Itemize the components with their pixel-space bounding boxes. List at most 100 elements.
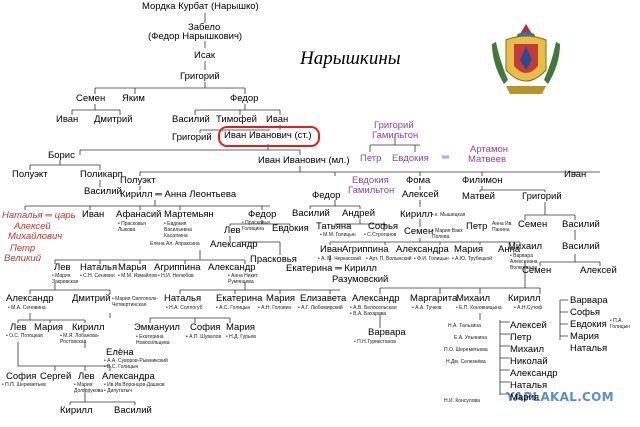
person-aleksandra-2: Александра (102, 371, 155, 382)
person-natalya-tsar: Наталья ═ царь (2, 210, 76, 221)
person-ivan-3: Иван (564, 169, 587, 180)
person-lev-2: Лев (54, 262, 71, 273)
person-evdokiya-3: Евдокия (570, 319, 607, 330)
person-aleksandr-1: Александр (210, 239, 258, 250)
spouse-aleksandr-2: • Анна Никит. Румянцева (228, 273, 259, 285)
spouse-mikhail-3: П.О. Шереметьева (444, 347, 488, 353)
spouse-mikhail-2: • Е.П. Коновницына (456, 305, 502, 311)
person-kirill-4: Кирилл (72, 322, 105, 333)
spouse-ivan-5: • А. М. Черкасский (318, 256, 361, 262)
spouse-sofya-3: • А.П. Шувалов (186, 334, 222, 340)
page-title: Нарышкины (300, 48, 401, 69)
spouse-aleksandr-3: • М.А. Сенявина (8, 305, 46, 311)
person-dmitriy-2: Дмитрий (72, 293, 111, 304)
person-fedor-2: Федор (312, 190, 341, 201)
spouse-mariya-1: • А.Ю. Трубецкой (452, 256, 493, 262)
person-polueкt-1: Полуэкт (12, 169, 48, 180)
person-matveev: Матвеев (468, 154, 506, 165)
person-mikhailovich: Михайлович (8, 231, 63, 242)
person-sergey: Сергей (40, 371, 72, 382)
spouse-kirill-3: • А.Н.Сутоф (514, 305, 543, 311)
spouse-evdokiya-3: • П.А. Голицын (610, 318, 630, 330)
person-foma: Фома (406, 175, 431, 186)
person-vasiliy-5: Василий (562, 241, 600, 252)
person-aleksandr-2: Александр (208, 262, 256, 273)
person-varvara-2: Варвара (368, 327, 406, 338)
person-evdokiya-g2: Гамильтон (348, 185, 395, 196)
person-ivan-4: Иван (82, 209, 105, 220)
person-sofiya-4: София (6, 371, 37, 382)
person-kirill-anna: Кирилл ═ Анна Леонтьева (120, 189, 237, 200)
person-margarita: Маргарита (410, 293, 458, 304)
person-ekaterina-2: Екатерина (216, 293, 263, 304)
person-artamon: Артамон (470, 144, 508, 155)
person-petr-velikiy: Петр (10, 243, 36, 254)
spouse-ekaterina-2: • А.С. Голицын (216, 305, 251, 311)
spouse-elizaveta: • А.Г. Любомирский (298, 305, 343, 311)
person-evdokiya-p: Евдокия (392, 153, 429, 164)
watermark-text: YAPLAKAL.COM (506, 390, 614, 404)
person-yakim: Яким (122, 93, 145, 104)
person-fedor-3: Федор (248, 209, 277, 220)
spouse-aleksandr-4: • А.В. Белосельская (350, 305, 397, 311)
person-vasiliy-4: Василий (562, 219, 600, 230)
spouse-dmitriy-2: • Мария Святополк-Четвертинская (112, 296, 158, 308)
spouse-aleksey-3: Н.А. Тальзина (448, 323, 481, 329)
person-varvara-1: Варвара (570, 295, 608, 306)
person-sofya-3: София (190, 322, 221, 333)
spouse-semen-2: • Мария Вакх Полева (432, 228, 463, 240)
spouse-lev-3: • О.С. Потоцкая (6, 333, 43, 339)
highlight-ring (218, 126, 320, 147)
person-ivan-2: Иван (266, 114, 289, 125)
spouse-agrippina-1: • Арт. П. Волынский (366, 256, 412, 262)
person-agrippina-2: Агриппина (154, 262, 201, 273)
spouse-petr-3: Е.А. Ульянина (454, 335, 488, 341)
person-evdokiya-2: Евдокия (272, 223, 309, 234)
person-lev-1: Лев (224, 225, 241, 236)
person-dmitriy-1: Дмитрий (94, 114, 133, 125)
person-semen-2: Семен (518, 219, 548, 230)
person-natalya-5: Наталья (510, 380, 548, 391)
person-semen-1: Семен (76, 93, 106, 104)
person-grigoriy-3: Григорий (522, 191, 562, 202)
spouse-natalya-2: • С.Н. Сенявин (80, 273, 115, 279)
spouse-emmanuil: • Екатерина Новосильцева (136, 334, 170, 346)
spouse-aleksandra-1: • Ф.И. Голицын (414, 256, 449, 262)
person-anna-1: Анна (498, 244, 521, 255)
person-aleksandr-5: Александр (510, 368, 558, 379)
person-mariya-4: Мария (570, 331, 600, 342)
person-mariya-6: Мария (226, 322, 256, 333)
spouse-elena: • А.А. Суворов-Рымникский (104, 358, 168, 364)
person-mikhail-3: Михаил (510, 344, 544, 355)
person-mariya-1: Мария (454, 244, 484, 255)
person-tatyana: Татьяна (316, 221, 352, 232)
person-semen-4: Семен (522, 265, 552, 276)
spouse-fedor-3: • Прасковья Голицина (242, 220, 270, 232)
person-aleksandr-4: Александр (352, 293, 400, 304)
spouse-afanasiy: • Прасковья Лыкова (118, 221, 146, 233)
person-grigoriy-1: Григорий (180, 71, 220, 82)
person-natalya-4: Наталья (570, 343, 608, 354)
spouse-nikolay: Н.Дм. Селезнёва (446, 359, 486, 365)
spouse-kirill-4: • М.Я. Лобанова-Ростовская (60, 333, 100, 345)
spouse-mariya-6: • Н.Д. Гурьев (226, 334, 256, 340)
person-vasiliy-3: Василий (292, 208, 330, 219)
person-kirill-2: Кирилл (400, 209, 433, 220)
person-zabelo: Забело (188, 22, 221, 33)
spouse-natalya-3: • Н.А. Соллогуб (166, 305, 203, 311)
spouse-sofiya-4: • П.П. Шереметьев (2, 382, 46, 388)
person-mariya-5: Мария (34, 322, 64, 333)
spouse-aleksandr-4b: • В.А. Бахарова (350, 311, 387, 317)
spouse-aleksandra-2: • Ив.Ив.Воронцов-Дашков (104, 382, 165, 388)
person-kirill-5: Кирилл (60, 405, 93, 416)
spouse-varvara-2: • П.Н.Турикстанов (354, 339, 396, 345)
person-mariya-3: Мария (266, 293, 296, 304)
person-martemyan: Мартемьян (164, 209, 214, 220)
person-aleksandr-3: Александр (6, 293, 54, 304)
person-mikhail-1: Михаил (508, 241, 542, 252)
person-aleksey-m: Алексей (14, 221, 51, 232)
person-razumovskiy: Разумовский (332, 274, 389, 285)
coat-of-arms-icon (492, 24, 560, 94)
person-natalya-2: Наталья (80, 262, 118, 273)
spouse-lev-1: Елена Ал. Апраксина (150, 241, 200, 247)
